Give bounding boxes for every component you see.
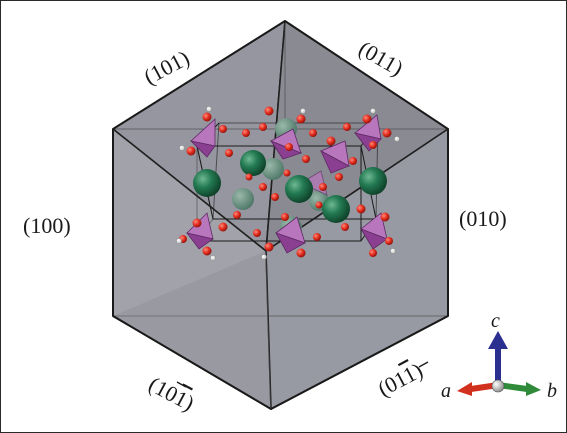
hydrogen-atoms (176, 106, 400, 261)
axis-label-b: b (547, 380, 557, 402)
crystal-structure (176, 106, 400, 261)
axis-b-arrow (526, 382, 541, 396)
axis-indicator: c a b (441, 310, 557, 402)
label-face-01-bar1: (011) (374, 357, 427, 401)
label-face-10-bar1: (101) (145, 371, 199, 415)
axis-label-a: a (441, 380, 451, 402)
axis-a-arrow (457, 382, 472, 396)
cations-front (193, 150, 387, 223)
label-face-010: (010) (459, 206, 507, 231)
overbar-10-1 (176, 381, 187, 388)
axis-c-arrow (488, 331, 508, 349)
label-face-100: (100) (23, 213, 71, 238)
axis-origin (491, 379, 505, 393)
face-01-1 (113, 251, 271, 409)
overbar-01-1 (418, 361, 429, 368)
axis-label-c: c (491, 310, 500, 332)
oxygen-atoms (179, 106, 393, 258)
